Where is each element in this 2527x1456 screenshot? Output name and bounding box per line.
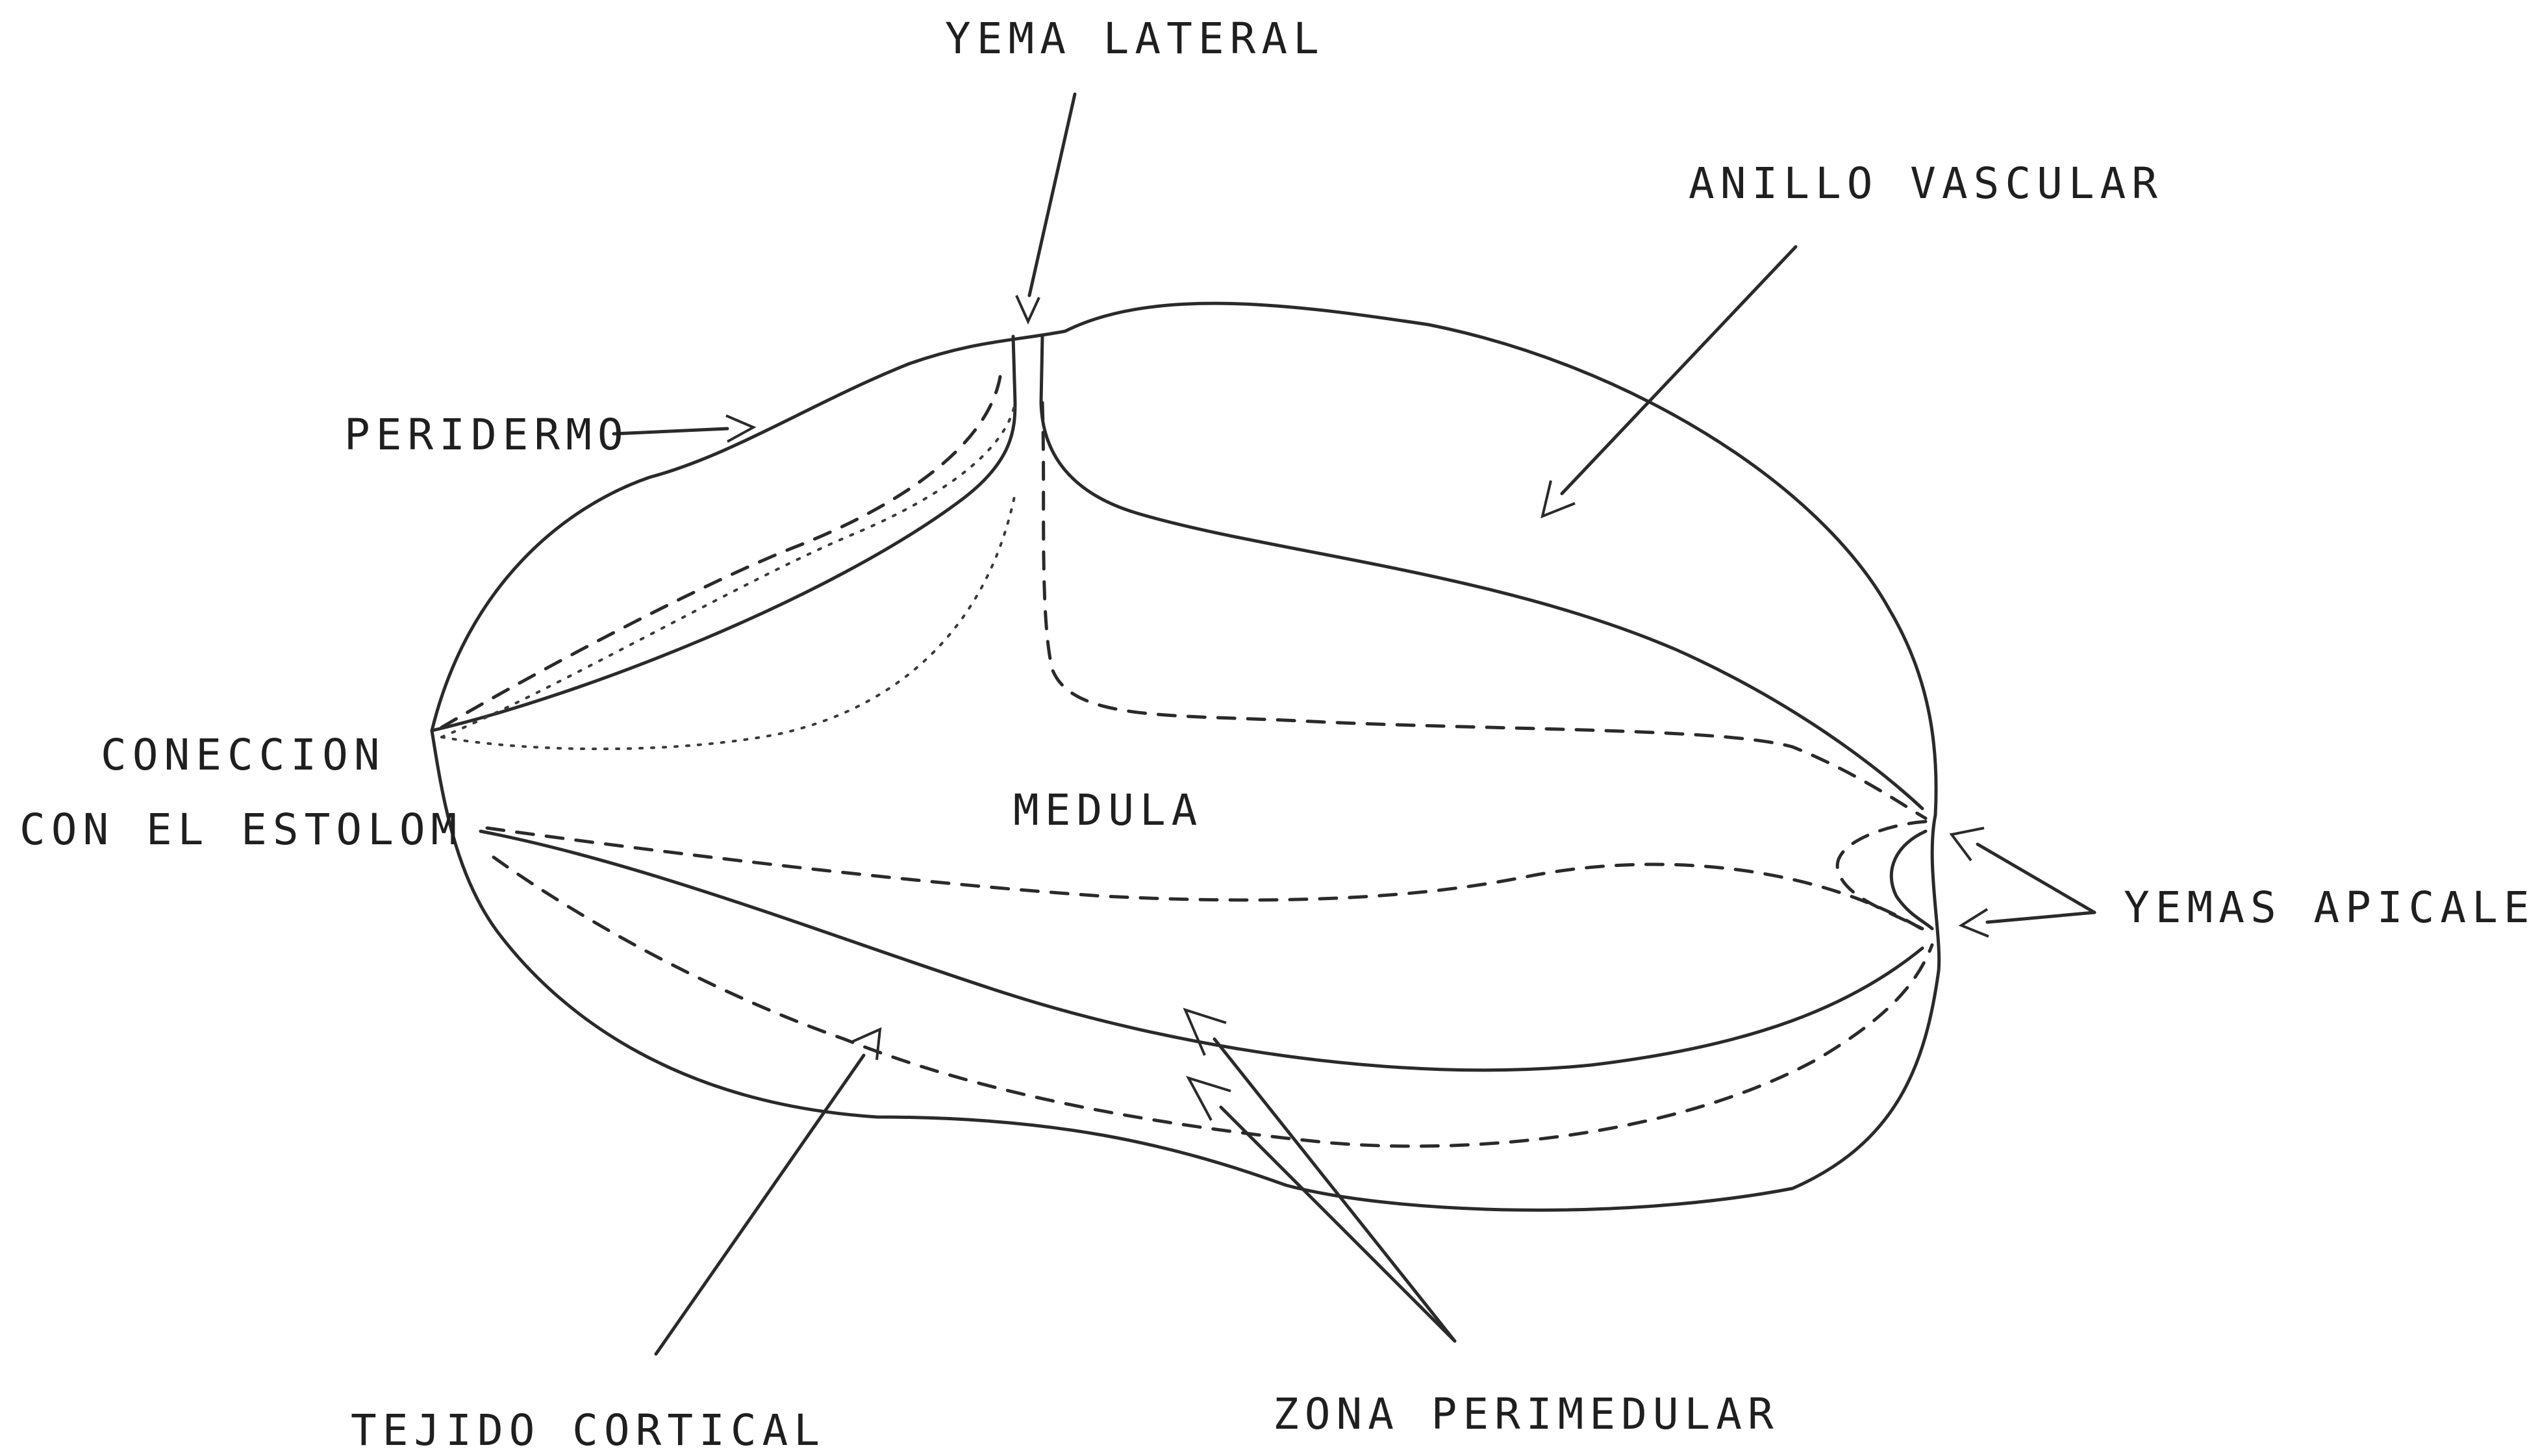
label-coneccion-line1: CONECCION — [101, 730, 386, 780]
dotted-line-inner — [442, 494, 1015, 749]
lateral-bud-left-edge — [1013, 336, 1015, 403]
pointer-yemas-apicales-lower — [1987, 912, 2094, 922]
label-zona-perimedular: ZONA PERIMEDULAR — [1273, 1389, 1779, 1439]
arrowhead-yema-lateral — [1016, 295, 1039, 321]
label-peridermo: PERIDERMO — [344, 410, 629, 460]
arrowhead-zona-perimedular-lower — [1188, 1078, 1231, 1120]
pointer-zona-perimedular-upper — [1214, 1039, 1455, 1341]
label-anillo-vascular: ANILLO VASCULAR — [1689, 158, 2163, 208]
label-medula: MEDULA — [1013, 785, 1203, 835]
arrowhead-yemas-apicales-lower — [1961, 909, 1989, 936]
dashed-middle — [487, 828, 1932, 935]
label-coneccion-line2: CON EL ESTOLOM — [19, 805, 462, 855]
apical-bud-inner — [1891, 831, 1932, 929]
pointer-peridermo — [614, 429, 727, 434]
pointer-yemas-apicales-upper — [1978, 844, 2094, 912]
tuber-outline — [432, 303, 1939, 1210]
label-yemas-apicales: YEMAS APICALES — [2124, 883, 2527, 933]
label-yema-lateral: YEMA LATERAL — [945, 14, 1325, 64]
pointer-yema-lateral — [1029, 94, 1075, 295]
lateral-bud-right-edge — [1041, 336, 1042, 403]
label-tejido-cortical: TEJIDO CORTICAL — [351, 1405, 825, 1455]
arrowhead-tejido-cortical — [851, 1029, 880, 1060]
pointer-anillo-vascular — [1562, 247, 1796, 494]
dashed-upper-right — [1042, 403, 1926, 818]
